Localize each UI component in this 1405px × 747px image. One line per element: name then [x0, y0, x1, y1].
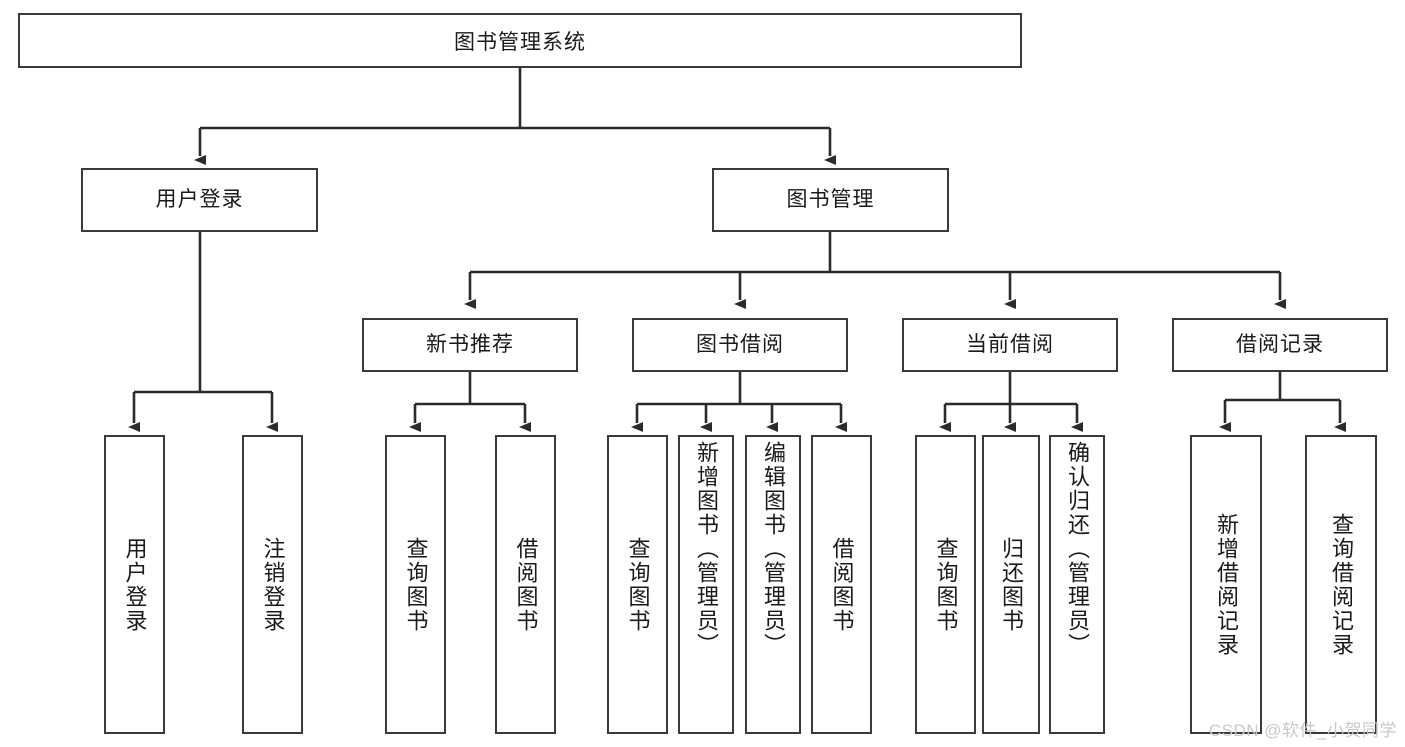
- leaf-book-borrow-add-book-admin[interactable]: 新增图书（管理员）: [678, 435, 734, 734]
- leaf-new-book-borrow-book[interactable]: 借阅图书: [495, 435, 556, 734]
- node-label: 图书管理系统: [454, 30, 586, 54]
- node-book-borrow[interactable]: 图书借阅: [632, 318, 848, 372]
- leaf-label: 查询图书: [625, 536, 651, 633]
- node-label: 图书管理: [786, 188, 875, 212]
- node-label: 用户登录: [155, 188, 244, 212]
- leaf-label: 新增图书（管理员）: [693, 441, 719, 657]
- node-user-login[interactable]: 用户登录: [81, 168, 318, 232]
- csdn-watermark: CSDN @软件_小贺同学: [1208, 721, 1397, 740]
- node-book-management[interactable]: 图书管理: [712, 168, 949, 232]
- leaf-label: 新增借阅记录: [1213, 512, 1239, 657]
- node-current-borrow[interactable]: 当前借阅: [902, 318, 1118, 372]
- leaf-label: 注销登录: [260, 536, 286, 633]
- node-label: 借阅记录: [1236, 333, 1324, 357]
- leaf-label: 确认归还（管理员）: [1064, 441, 1090, 657]
- leaf-label: 查询借阅记录: [1328, 512, 1354, 657]
- node-label: 当前借阅: [966, 333, 1054, 357]
- leaf-label: 查询图书: [933, 536, 959, 633]
- leaf-label: 查询图书: [403, 536, 429, 633]
- leaf-current-borrow-return-book[interactable]: 归还图书: [982, 435, 1040, 734]
- leaf-borrow-record-query-record[interactable]: 查询借阅记录: [1305, 435, 1377, 734]
- leaf-current-borrow-confirm-return-admin[interactable]: 确认归还（管理员）: [1049, 435, 1105, 734]
- leaf-book-borrow-borrow-book[interactable]: 借阅图书: [811, 435, 872, 734]
- node-root-book-management-system[interactable]: 图书管理系统: [18, 13, 1022, 68]
- leaf-borrow-record-add-record[interactable]: 新增借阅记录: [1190, 435, 1262, 734]
- leaf-user-login-login[interactable]: 用户登录: [104, 435, 165, 734]
- leaf-label: 借阅图书: [513, 536, 539, 633]
- leaf-current-borrow-query-book[interactable]: 查询图书: [915, 435, 976, 734]
- leaf-label: 用户登录: [122, 536, 148, 633]
- leaf-book-borrow-query-book[interactable]: 查询图书: [607, 435, 668, 734]
- leaf-label: 借阅图书: [829, 536, 855, 633]
- leaf-label: 归还图书: [998, 536, 1024, 633]
- node-borrow-record[interactable]: 借阅记录: [1172, 318, 1388, 372]
- node-new-book-recommend[interactable]: 新书推荐: [362, 318, 578, 372]
- leaf-label: 编辑图书（管理员）: [760, 441, 786, 657]
- leaf-book-borrow-edit-book-admin[interactable]: 编辑图书（管理员）: [745, 435, 801, 734]
- leaf-new-book-query-book[interactable]: 查询图书: [385, 435, 446, 734]
- node-label: 新书推荐: [426, 333, 514, 357]
- leaf-user-login-logout[interactable]: 注销登录: [242, 435, 303, 734]
- node-label: 图书借阅: [696, 333, 784, 357]
